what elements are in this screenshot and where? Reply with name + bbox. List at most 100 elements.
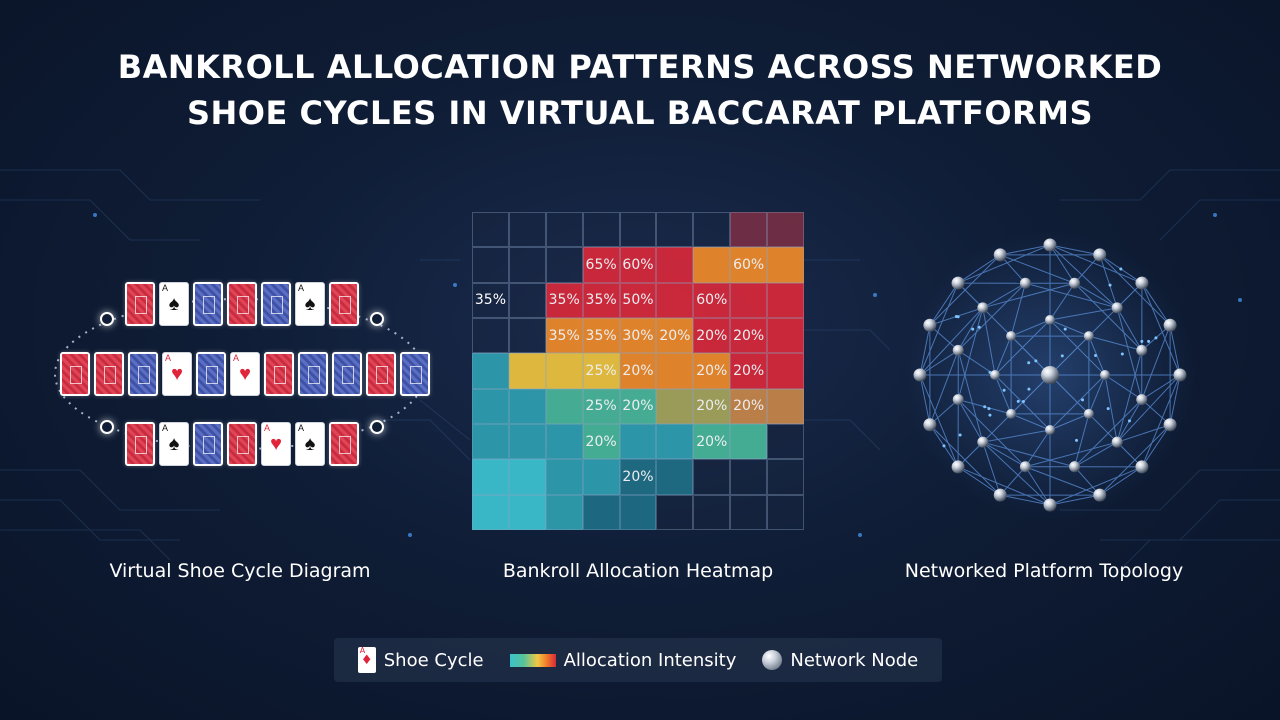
network-link	[982, 441, 1075, 468]
heatmap-cell: 35%	[545, 318, 583, 354]
network-link	[1141, 325, 1171, 400]
network-link	[957, 254, 1001, 284]
heatmap-cell	[508, 247, 546, 283]
shoe-node-icon	[370, 312, 384, 326]
card-back-icon	[125, 282, 155, 326]
heatmap-cell	[508, 318, 546, 354]
heatmap-cell	[472, 388, 509, 424]
heatmap-cell: 20%	[693, 424, 731, 460]
heatmap-cell: 25%	[582, 388, 620, 424]
network-spark	[971, 327, 975, 331]
heatmap-value-label: 20%	[696, 433, 728, 450]
heatmap-cell: 30%	[619, 318, 657, 354]
network-node-icon	[1043, 238, 1057, 252]
heatmap-value-label: 20%	[733, 362, 765, 379]
network-link	[957, 399, 984, 443]
network-link	[1049, 244, 1100, 256]
heatmap-value-label: 35%	[548, 327, 580, 344]
network-node-icon	[1111, 302, 1123, 314]
heatmap-cell: 20%	[693, 318, 731, 354]
heatmap-value-label: 35%	[474, 292, 506, 309]
network-link	[957, 350, 984, 443]
network-link	[1088, 335, 1142, 351]
network-node-icon	[1045, 315, 1055, 325]
network-link	[1025, 441, 1118, 468]
network-spark	[958, 433, 962, 437]
heatmap-value-label: 20%	[696, 327, 728, 344]
heatmap-cell: 35%	[582, 282, 620, 318]
network-link	[1141, 374, 1181, 468]
network-link	[1025, 466, 1100, 496]
heatmap-cell	[656, 212, 694, 248]
heart-card-icon: A♥	[162, 352, 192, 396]
network-node-icon	[1163, 418, 1177, 432]
network-spark	[1075, 438, 1079, 442]
card-back-icon	[400, 352, 430, 396]
heatmap-cell	[508, 353, 546, 389]
network-node-icon	[1100, 370, 1110, 380]
network-link	[1049, 319, 1090, 337]
heatmap-cell	[767, 459, 804, 495]
heatmap-cell: 65%	[582, 247, 620, 283]
network-node-icon	[990, 370, 1000, 380]
legend-item-network-node: Network Node	[762, 650, 918, 671]
heatmap-cell	[767, 388, 804, 424]
card-back-icon	[196, 352, 226, 396]
network-spark	[954, 315, 958, 319]
heatmap-cell	[472, 353, 509, 389]
heatmap-cell	[767, 247, 804, 283]
heatmap-cell: 20%	[656, 318, 694, 354]
heatmap-cell: 50%	[619, 282, 657, 318]
network-link	[1000, 494, 1051, 506]
network-link	[1049, 307, 1118, 321]
network-node-icon	[952, 394, 964, 406]
network-link	[957, 307, 984, 351]
network-link	[919, 349, 959, 376]
heatmap-cell	[508, 212, 546, 248]
legend-item-allocation-intensity: Allocation Intensity	[509, 650, 736, 671]
heatmap-cell	[545, 494, 583, 530]
card-back-icon	[125, 422, 155, 466]
network-node-icon	[1136, 394, 1148, 406]
card-back-icon	[227, 282, 257, 326]
heatmap-value-label: 20%	[622, 398, 654, 415]
network-spark	[1034, 359, 1038, 363]
card-back-icon	[193, 422, 223, 466]
heatmap-value-label: 35%	[585, 292, 617, 309]
network-spark	[1127, 419, 1131, 423]
heatmap-value-label: 25%	[585, 362, 617, 379]
network-link	[1074, 413, 1090, 467]
heatmap-cell: 60%	[693, 282, 731, 318]
heatmap-cell	[656, 388, 694, 424]
heatmap-cell: 20%	[619, 388, 657, 424]
heatmap-cell: 35%	[582, 318, 620, 354]
heatmap-cell: 20%	[730, 318, 768, 354]
heatmap-cell	[545, 212, 583, 248]
card-back-icon	[298, 352, 328, 396]
network-link	[982, 282, 1075, 309]
heatmap-value-label: 65%	[585, 256, 617, 273]
heart-card-icon: A♥	[261, 422, 291, 466]
network-spark	[1016, 399, 1020, 403]
card-back-icon	[332, 352, 362, 396]
network-link	[1010, 413, 1051, 431]
network-link	[1104, 374, 1143, 401]
heatmap-value-label: 20%	[622, 468, 654, 485]
sphere-node-icon	[762, 650, 783, 670]
network-node-icon	[993, 248, 1007, 262]
network-node-icon	[1173, 368, 1187, 382]
network-link	[1000, 254, 1075, 284]
network-link	[982, 307, 996, 376]
heatmap-cell	[508, 282, 546, 318]
heatmap-cell	[545, 247, 583, 283]
heatmap-cell	[767, 212, 804, 248]
network-node-icon	[1019, 277, 1031, 289]
heatmap-cell: 20%	[730, 388, 768, 424]
heatmap-cell	[767, 353, 804, 389]
network-node-icon	[1093, 488, 1107, 502]
network-spark	[1027, 361, 1031, 365]
network-link	[919, 325, 931, 376]
heatmap-cell	[767, 494, 804, 530]
heatmap-value-label: 25%	[585, 398, 617, 415]
